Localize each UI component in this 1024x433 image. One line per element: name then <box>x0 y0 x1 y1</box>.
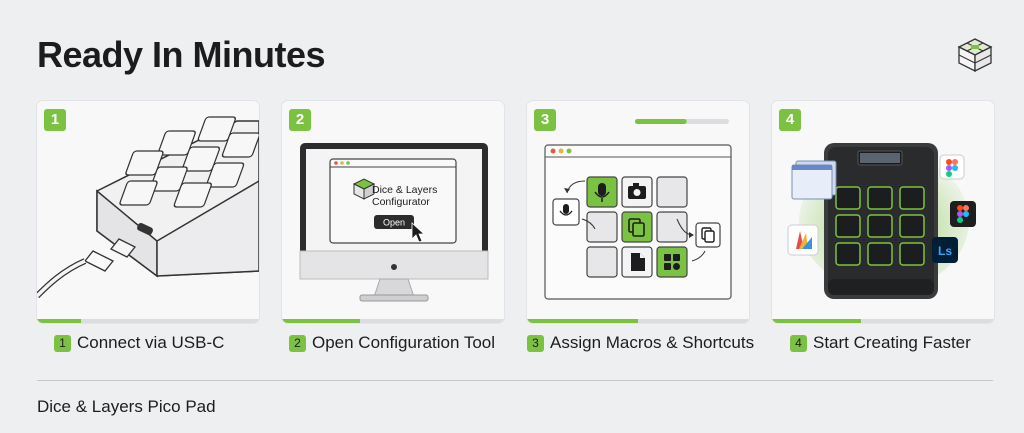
grid-icon <box>664 254 680 270</box>
open-button-label: Open <box>383 218 405 228</box>
step-progress-bar <box>282 319 504 323</box>
document-icon <box>631 253 645 271</box>
cube-logo-icon <box>352 178 376 200</box>
step-badge: 3 <box>534 109 556 131</box>
color-swatch-icon <box>787 224 819 256</box>
product-name: Dice & Layers Pico Pad <box>37 397 216 416</box>
usb-c-cable-icon <box>109 238 137 258</box>
step-progress-bar <box>527 319 749 323</box>
step-badge: 2 <box>289 109 311 131</box>
copy-icon <box>628 218 645 237</box>
open-button[interactable]: Open <box>374 215 414 229</box>
step-card-4: Ls 4 <box>772 101 994 323</box>
lightroom-icon: Ls <box>932 237 958 263</box>
figma-icon <box>939 154 965 180</box>
keypad-usb-illustration <box>37 116 259 299</box>
step-card-3: 3 <box>527 101 749 323</box>
macro-key-empty[interactable] <box>586 246 618 278</box>
step-progress-bar <box>37 319 259 323</box>
step-number: 2 <box>289 334 306 352</box>
cube-logo-icon <box>957 38 993 73</box>
page-title: Ready In Minutes <box>37 34 326 75</box>
microphone-icon <box>559 204 573 216</box>
microphone-icon <box>594 183 610 202</box>
step-progress-bar <box>772 319 994 323</box>
macro-key-empty[interactable] <box>656 176 688 208</box>
macro-key-empty[interactable] <box>656 211 688 243</box>
step-text: Start Creating Faster <box>813 333 971 352</box>
step-card-2: Dice & Layers Configurator Open 2 <box>282 101 504 323</box>
step-number: 1 <box>54 334 71 352</box>
step-card-1: 1 <box>37 101 259 323</box>
macro-key-grid[interactable] <box>656 246 688 278</box>
step-label-4: 4 Start Creating Faster <box>790 332 971 354</box>
macro-key-empty[interactable] <box>586 211 618 243</box>
copy-icon <box>701 227 715 243</box>
monitor-illustration: Dice & Layers Configurator Open <box>299 143 489 302</box>
step-text: Assign Macros & Shortcuts <box>550 333 755 352</box>
step-label-3: 3 Assign Macros & Shortcuts <box>527 332 754 354</box>
macro-grid-illustration <box>544 119 732 300</box>
step-badge: 1 <box>44 109 66 131</box>
pico-pad-illustration: Ls <box>787 143 976 299</box>
step-number: 4 <box>790 334 807 352</box>
configurator-name-2: Configurator <box>372 196 430 208</box>
cursor-icon <box>411 222 426 243</box>
step-label-2: 2 Open Configuration Tool <box>289 332 495 354</box>
camera-icon <box>628 183 646 199</box>
step-badge: 4 <box>779 109 801 131</box>
step-label-1: 1 Connect via USB-C <box>54 332 224 354</box>
header-progress-fill <box>635 119 687 124</box>
window-icon <box>791 160 837 200</box>
svg-text:Ls: Ls <box>938 244 952 258</box>
figma-icon <box>950 201 976 227</box>
divider <box>37 380 993 381</box>
step-text: Connect via USB-C <box>77 333 225 352</box>
step-number: 3 <box>527 334 544 352</box>
step-text: Open Configuration Tool <box>312 333 496 352</box>
configurator-name-1: Dice & Layers <box>372 184 437 196</box>
